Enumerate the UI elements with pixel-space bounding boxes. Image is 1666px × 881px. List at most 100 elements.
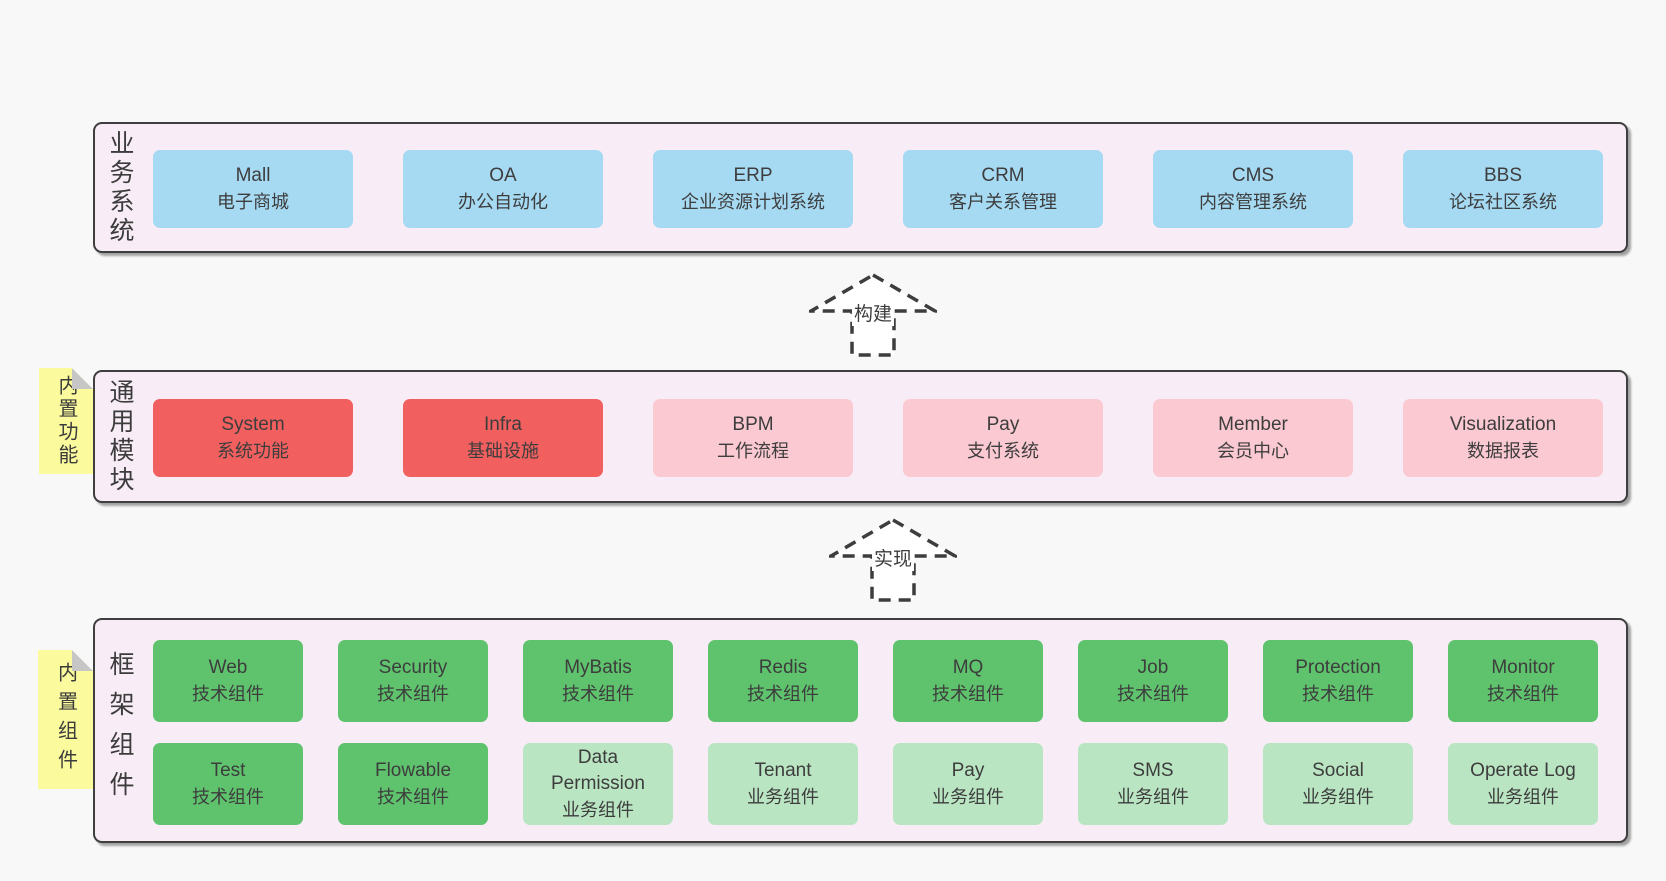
box-monitor: Monitor 技术组件 [1448, 640, 1598, 722]
box-bpm: BPM 工作流程 [653, 399, 853, 477]
box-security: Security 技术组件 [338, 640, 488, 722]
built-in-component-tag: 内置组件 [38, 650, 93, 789]
box-subtitle: 数据报表 [1467, 441, 1539, 461]
box-sms: SMS 业务组件 [1078, 743, 1228, 825]
box-title: BPM [732, 414, 774, 435]
box-pay-biz: Pay 业务组件 [893, 743, 1043, 825]
box-subtitle: 业务组件 [562, 800, 634, 820]
box-title: Infra [483, 414, 523, 435]
layer-components-label: 框架组件 [106, 650, 134, 811]
box-subtitle: 技术组件 [747, 684, 819, 704]
box-subtitle: 技术组件 [1117, 684, 1189, 704]
box-title: CRM [981, 165, 1025, 186]
box-redis: Redis 技术组件 [708, 640, 858, 722]
box-subtitle: 电子商城 [217, 192, 289, 212]
box-title: BBS [1483, 165, 1523, 186]
box-title: Data Permission [551, 747, 645, 794]
box-subtitle: 企业资源计划系统 [681, 192, 825, 212]
box-member: Member 会员中心 [1153, 399, 1353, 477]
box-subtitle: 技术组件 [1302, 684, 1374, 704]
box-subtitle: 工作流程 [717, 441, 789, 461]
box-subtitle: 技术组件 [1487, 684, 1559, 704]
box-system: System 系统功能 [153, 399, 353, 477]
box-erp: ERP 企业资源计划系统 [653, 150, 853, 228]
box-subtitle: 系统功能 [217, 441, 289, 461]
box-subtitle: 技术组件 [377, 787, 449, 807]
box-subtitle: 业务组件 [1117, 787, 1189, 807]
layer-business-label: 业务系统 [106, 129, 134, 246]
box-title: SMS [1132, 760, 1174, 781]
box-flowable: Flowable 技术组件 [338, 743, 488, 825]
box-title: OA [489, 165, 517, 186]
box-title: Protection [1295, 657, 1381, 678]
layer-business-systems: 业务系统 Mall 电子商城 OA 办公自动化 ERP 企业资源计划系统 CRM… [93, 122, 1628, 253]
box-title: Mall [235, 165, 271, 186]
box-test: Test 技术组件 [153, 743, 303, 825]
box-mybatis: MyBatis 技术组件 [523, 640, 673, 722]
box-title: ERP [733, 165, 773, 186]
components-box-row-1: Web 技术组件 Security 技术组件 MyBatis 技术组件 Redi… [153, 640, 1598, 722]
box-subtitle: 客户关系管理 [949, 192, 1057, 212]
box-title: Job [1137, 657, 1169, 678]
box-subtitle: 技术组件 [562, 684, 634, 704]
box-protection: Protection 技术组件 [1263, 640, 1413, 722]
box-subtitle: 业务组件 [1302, 787, 1374, 807]
box-visualization: Visualization 数据报表 [1403, 399, 1603, 477]
box-tenant: Tenant 业务组件 [708, 743, 858, 825]
box-title: Flowable [374, 760, 452, 781]
box-title: Web [208, 657, 248, 678]
box-subtitle: 会员中心 [1217, 441, 1289, 461]
box-cms: CMS 内容管理系统 [1153, 150, 1353, 228]
box-title: Security [378, 657, 448, 678]
box-title: Visualization [1449, 414, 1557, 435]
built-in-component-tag-label: 内置组件 [54, 661, 77, 778]
box-bbs: BBS 论坛社区系统 [1403, 150, 1603, 228]
box-title: Monitor [1491, 657, 1555, 678]
box-subtitle: 论坛社区系统 [1449, 192, 1557, 212]
box-title: MyBatis [564, 657, 632, 678]
built-in-feature-tag: 内置功能 [39, 368, 93, 474]
box-data-permission: Data Permission 业务组件 [523, 743, 673, 825]
layer-modules-label: 通用模块 [106, 378, 134, 495]
box-job: Job 技术组件 [1078, 640, 1228, 722]
box-subtitle: 基础设施 [467, 441, 539, 461]
box-subtitle: 办公自动化 [458, 192, 548, 212]
components-box-row-2: Test 技术组件 Flowable 技术组件 Data Permission … [153, 743, 1598, 825]
box-subtitle: 技术组件 [192, 787, 264, 807]
build-arrow-label: 构建 [851, 299, 895, 326]
layer-common-modules: 通用模块 System 系统功能 Infra 基础设施 BPM 工作流程 Pay… [93, 370, 1628, 503]
box-subtitle: 技术组件 [192, 684, 264, 704]
box-title: Social [1312, 760, 1364, 781]
box-title: Redis [758, 657, 808, 678]
box-subtitle: 支付系统 [967, 441, 1039, 461]
box-title: Pay [951, 760, 985, 781]
box-subtitle: 技术组件 [377, 684, 449, 704]
box-title: Pay [986, 414, 1020, 435]
box-subtitle: 业务组件 [1487, 787, 1559, 807]
box-subtitle: 业务组件 [747, 787, 819, 807]
box-operate-log: Operate Log 业务组件 [1448, 743, 1598, 825]
implement-arrow-label: 实现 [871, 544, 915, 571]
box-subtitle: 内容管理系统 [1199, 192, 1307, 212]
layer-framework-components: 框架组件 Web 技术组件 Security 技术组件 MyBatis 技术组件… [93, 618, 1628, 843]
built-in-feature-tag-label: 内置功能 [55, 375, 77, 467]
box-title: Member [1218, 414, 1288, 435]
build-arrow: 构建 [809, 272, 937, 358]
box-subtitle: 业务组件 [932, 787, 1004, 807]
box-mq: MQ 技术组件 [893, 640, 1043, 722]
box-title: MQ [952, 657, 984, 678]
box-infra: Infra 基础设施 [403, 399, 603, 477]
box-title: System [221, 414, 285, 435]
box-title: Operate Log [1470, 760, 1576, 781]
box-pay: Pay 支付系统 [903, 399, 1103, 477]
box-title: Test [210, 760, 246, 781]
box-crm: CRM 客户关系管理 [903, 150, 1103, 228]
box-title: CMS [1231, 165, 1275, 186]
box-oa: OA 办公自动化 [403, 150, 603, 228]
box-web: Web 技术组件 [153, 640, 303, 722]
box-social: Social 业务组件 [1263, 743, 1413, 825]
box-mall: Mall 电子商城 [153, 150, 353, 228]
box-title: Tenant [754, 760, 812, 781]
modules-box-row: System 系统功能 Infra 基础设施 BPM 工作流程 Pay 支付系统… [153, 399, 1603, 477]
